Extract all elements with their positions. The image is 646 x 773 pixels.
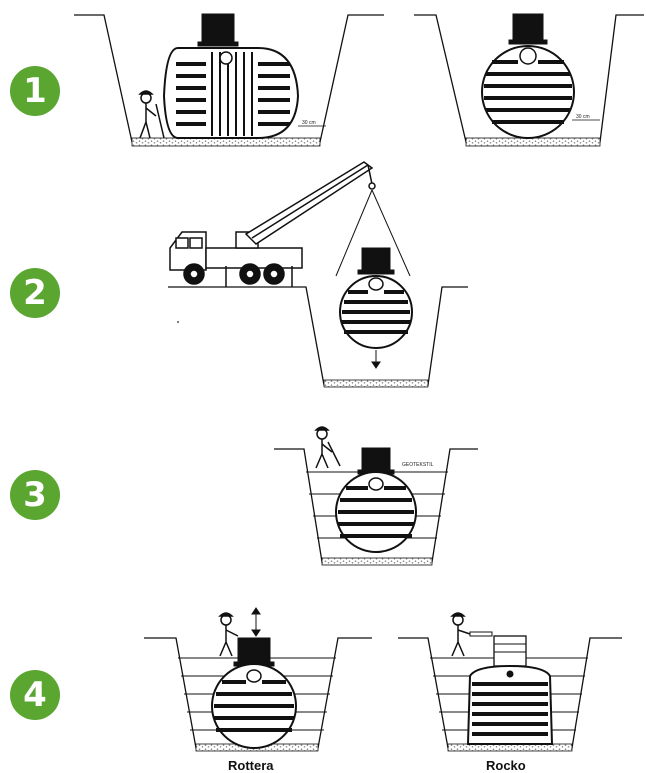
caption-rocko: Rocko xyxy=(486,758,526,773)
down-arrow xyxy=(372,350,380,368)
step-2-illustration xyxy=(168,162,468,387)
clearance-label-left: 30 cm xyxy=(302,120,316,126)
step-4-illustration: Rottera xyxy=(144,608,622,773)
geotextile-label: GEOTEKSTIL xyxy=(402,462,434,468)
tank-rottera xyxy=(212,638,296,748)
clearance-marker-right: 30 cm xyxy=(572,114,600,120)
step-1-illustration: 30 cm 30 cm xyxy=(74,14,644,146)
pit-2 xyxy=(168,287,468,387)
clearance-marker-left: 30 cm xyxy=(298,120,326,126)
worker-step-1 xyxy=(140,91,164,138)
tank-rocko xyxy=(468,636,552,744)
tank-long-side xyxy=(164,14,298,138)
clearance-label-right: 30 cm xyxy=(576,114,590,120)
worker-step-4-left xyxy=(220,613,238,656)
tank-round-front xyxy=(482,14,574,138)
speck xyxy=(177,321,179,323)
height-arrow xyxy=(252,608,260,636)
step-3-illustration: GEOTEKSTIL xyxy=(274,427,478,565)
worker-step-4-right xyxy=(452,613,492,656)
crane-truck xyxy=(170,162,375,287)
tank-lowered xyxy=(340,248,412,348)
worker-step-3 xyxy=(316,427,340,468)
caption-rottera: Rottera xyxy=(228,758,274,773)
